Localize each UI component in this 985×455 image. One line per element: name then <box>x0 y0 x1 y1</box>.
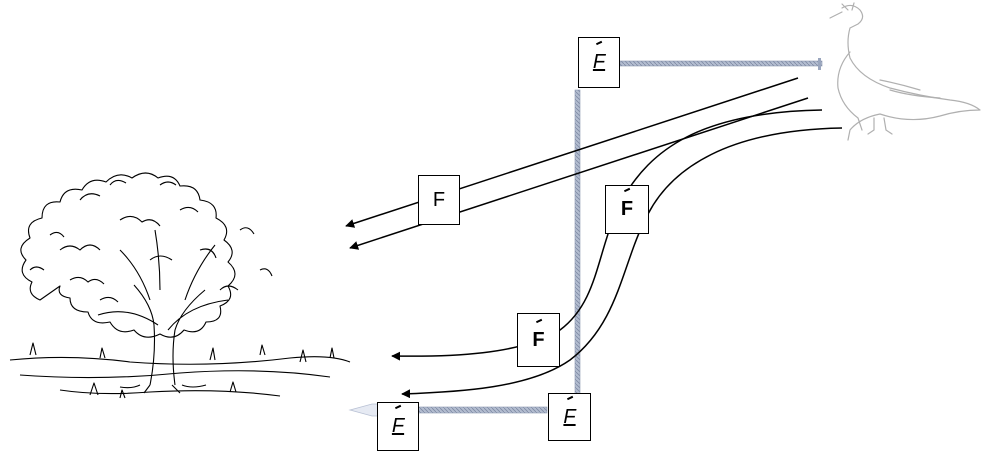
label-text: F <box>432 188 446 211</box>
fence-post-vertical <box>574 89 581 413</box>
label-box-top-right: F <box>578 37 620 88</box>
label-text: F <box>532 328 545 351</box>
accent-mark <box>566 395 573 400</box>
label-box-straight-arrows: F <box>418 175 460 225</box>
label-box-bottom-left: F <box>377 402 419 451</box>
accent-mark <box>623 187 631 192</box>
curved-arrow-lower <box>401 127 843 399</box>
pheasant-illustration <box>829 2 981 141</box>
label-box-curved-lower: F <box>517 313 560 367</box>
curved-arrows <box>391 109 843 399</box>
straight-arrow-upper <box>345 77 799 228</box>
fence-lines <box>348 58 823 417</box>
curved-arrow-upper <box>391 109 823 361</box>
tree-illustration <box>9 172 351 399</box>
fence-corner-cap <box>818 58 821 70</box>
label-box-curved-upper: F <box>605 185 649 234</box>
label-text: F <box>563 405 576 428</box>
accent-mark <box>535 318 542 323</box>
label-text: F <box>592 51 606 73</box>
label-text: F <box>391 415 405 437</box>
accent-mark <box>595 40 603 45</box>
accent-mark <box>394 404 402 409</box>
fence-top-rail <box>619 60 823 67</box>
label-text: F <box>620 198 634 220</box>
label-box-bottom-right: F <box>548 393 591 441</box>
fence-bottom-rail <box>409 406 548 414</box>
